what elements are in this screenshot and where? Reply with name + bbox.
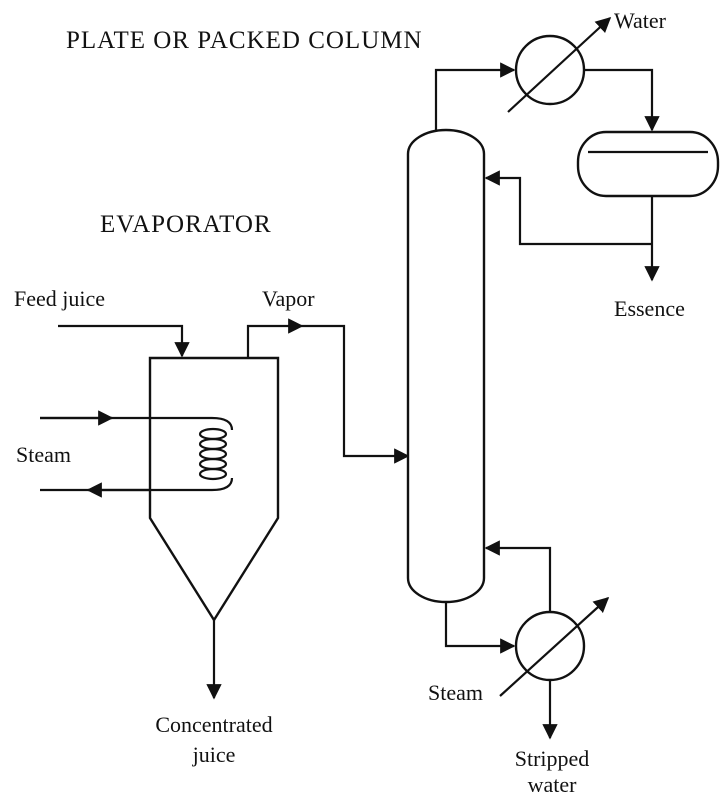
concentrated-juice-label-line2: juice [192, 742, 236, 767]
stripped-water-label-line1: Stripped [515, 746, 590, 771]
vapor-label: Vapor [262, 286, 315, 311]
stripping-column [406, 128, 486, 604]
vapor-line [302, 324, 410, 464]
reboiler [514, 610, 586, 682]
evaporator-title: EVAPORATOR [100, 211, 272, 238]
feed-juice-line [58, 324, 190, 358]
essence-label: Essence [614, 296, 685, 321]
bottoms-line [444, 602, 516, 654]
reboiler-steam-label: Steam [428, 680, 483, 705]
essence-receiver [576, 130, 720, 198]
feed-juice-label: Feed juice [14, 286, 105, 311]
heating-coil [40, 416, 234, 492]
reboiler-vapor-return [484, 540, 552, 612]
concentrated-juice-label-line1: Concentrated [155, 712, 272, 737]
stripped-water-label-line2: water [528, 772, 578, 795]
vapor-arrow [246, 318, 304, 358]
evaporator-steam-label: Steam [16, 442, 71, 467]
condensate-line [584, 68, 660, 132]
overhead-vapor-line [434, 62, 516, 130]
cooling-water-arrow [507, 16, 612, 113]
reflux-line [484, 170, 652, 246]
water-label: Water [614, 8, 667, 33]
reboiler-steam-arrow [499, 596, 610, 697]
column-title: PLATE OR PACKED COLUMN [66, 27, 423, 54]
